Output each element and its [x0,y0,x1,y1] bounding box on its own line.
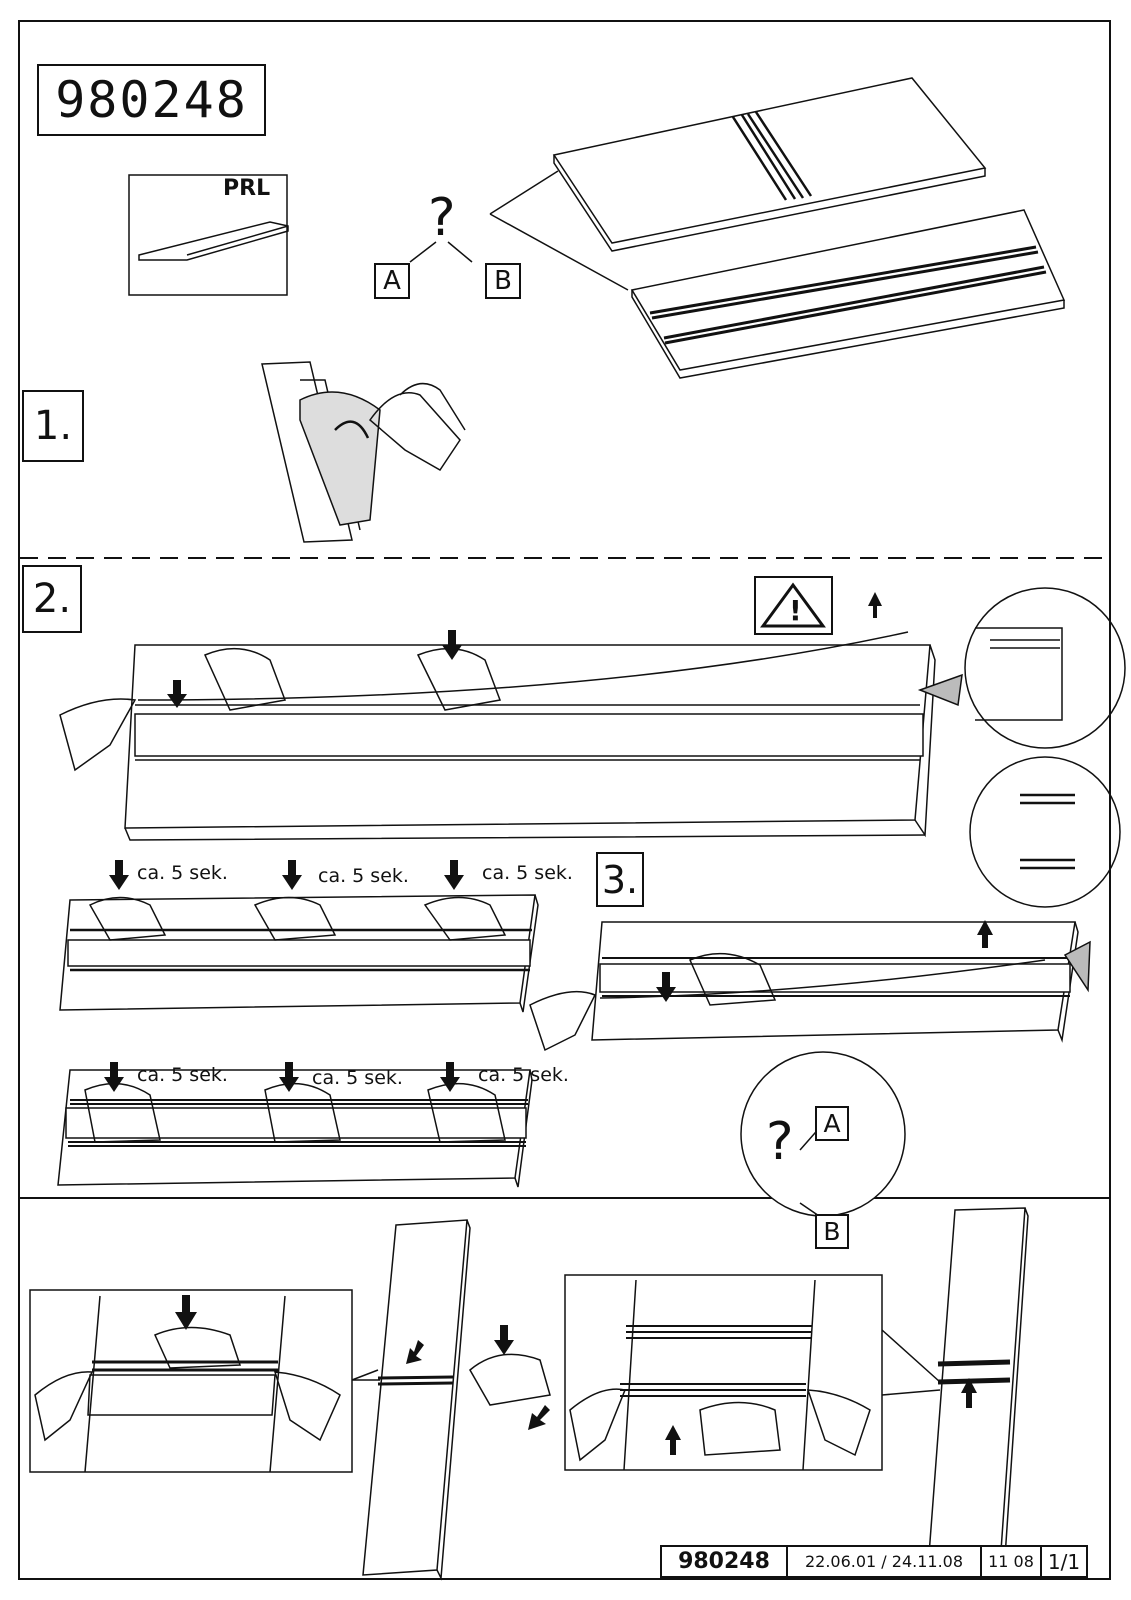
step-2-box: 2. [22,565,82,633]
warning-icon [760,582,826,628]
option-a-box-bottom: A [815,1106,849,1141]
footer-dates: 22.06.01 / 24.11.08 [804,1552,964,1571]
hold-time-2: ca. 5 sek. [318,865,409,887]
detail-box-right [564,1274,883,1471]
step-1-box: 1. [22,390,84,462]
option-a-box-top: A [374,263,410,299]
option-b-label-bottom: B [823,1217,841,1246]
option-a-label-top: A [383,266,401,296]
tall-panel-left [362,1219,471,1581]
step2-board-drawing [59,631,963,841]
part-code-label: PRL [223,176,271,201]
panel-a-drawing [552,77,987,252]
peel-film-drawing [261,361,466,543]
detail-circle-bottom [969,756,1121,908]
footer-dates-cell: 22.06.01 / 24.11.08 [786,1545,982,1578]
press-board-1 [59,894,539,1013]
prl-strip-drawing [138,221,289,261]
option-connectors [409,241,473,263]
press-board-2 [57,1069,533,1188]
page-frame [18,20,1111,1580]
step3-board-drawing [529,921,1091,1052]
step-3-box: 3. [596,852,644,907]
footer-number-cell: 980248 [660,1545,788,1578]
panel-b-drawing [630,209,1066,379]
hold-time-3: ca. 5 sek. [482,862,573,884]
option-b-box-bottom: B [815,1214,849,1249]
footer-number: 980248 [678,1549,770,1574]
hold-time-1: ca. 5 sek. [137,862,228,884]
tall-panel-right [927,1207,1029,1575]
hands-middle [469,1353,551,1406]
step-3-label: 3. [601,857,639,902]
article-number-box: 980248 [37,64,266,136]
footer-page: 1/1 [1047,1549,1081,1574]
footer-code: 11 08 [988,1552,1034,1571]
step-2-label: 2. [32,576,72,622]
option-a-label-bottom: A [823,1109,841,1138]
prl-part-box [128,174,288,296]
option-b-label-top: B [494,266,512,296]
footer-code-cell: 11 08 [980,1545,1042,1578]
press-arrows [104,592,993,1455]
footer-page-cell: 1/1 [1040,1545,1088,1578]
question-mark-bottom: ? [766,1112,794,1172]
detail-circle-top [964,587,1126,749]
hold-time-6: ca. 5 sek. [478,1064,569,1086]
warning-exclamation: ! [789,594,802,627]
hold-time-4: ca. 5 sek. [137,1064,228,1086]
option-b-box-top: B [485,263,521,299]
hold-time-5: ca. 5 sek. [312,1067,403,1089]
article-number: 980248 [55,71,248,129]
step-1-label: 1. [33,403,73,449]
question-mark-top: ? [428,188,456,248]
